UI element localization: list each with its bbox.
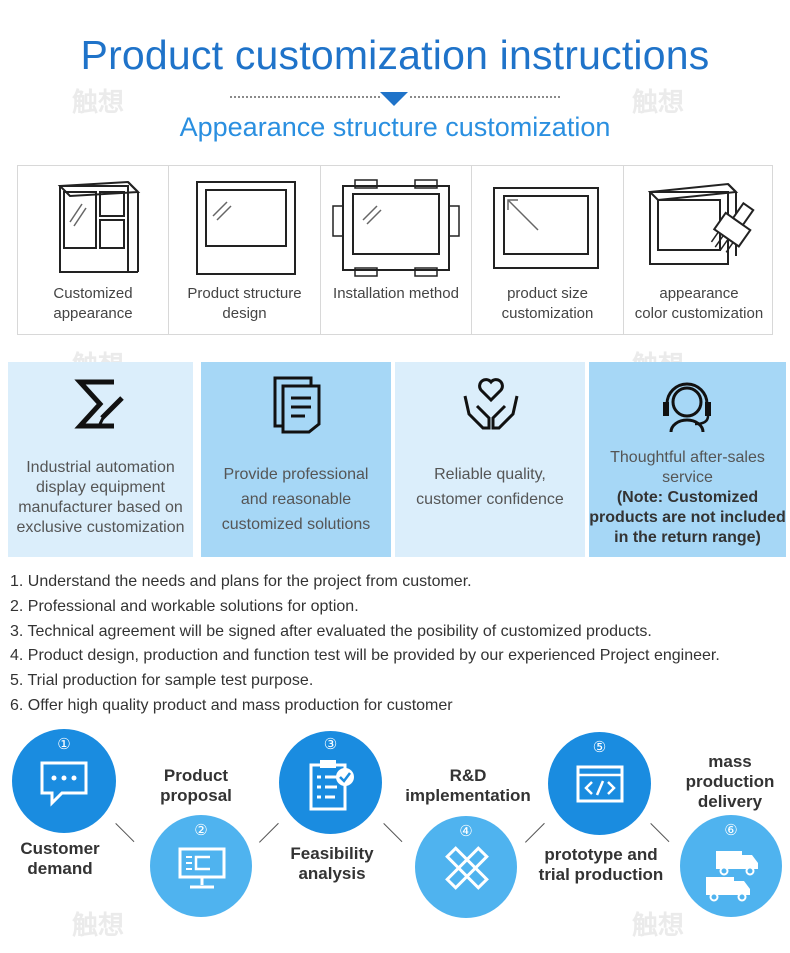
flow-label: R&D implementation: [405, 766, 531, 805]
flow-connector: [383, 823, 403, 843]
customization-label: Installation method: [333, 285, 459, 302]
heart-hands-icon: [463, 378, 519, 430]
customization-grid: Customized appearance Product structure …: [17, 165, 773, 335]
computer-proposal-icon: [178, 847, 226, 889]
flow-step-3: ③: [279, 731, 382, 834]
customization-label: product size customization: [501, 285, 594, 322]
document-stack-icon: [273, 376, 321, 434]
chevron-down-icon: [380, 92, 408, 106]
kiosk-cabinet-icon: [57, 180, 141, 273]
code-window-icon: [576, 765, 624, 803]
watermark-logo: 触想: [632, 910, 685, 940]
flow-connector: [650, 823, 670, 843]
flow-label: Customer demand: [20, 839, 100, 878]
flow-label: Feasibility analysis: [290, 844, 374, 883]
list-item: 2. Professional and workable solutions f…: [10, 597, 359, 615]
flow-label: prototype and trial production: [538, 845, 664, 884]
checklist-icon: [309, 760, 354, 811]
flow-step-5: ⑤: [548, 732, 651, 835]
resize-screen-icon: [493, 187, 599, 269]
sigma-pen-icon: [74, 379, 124, 429]
title-divider-right: [410, 96, 560, 98]
process-steps-list: 1. Understand the needs and plans for th…: [10, 570, 785, 719]
customization-item: Product structure design: [169, 166, 321, 334]
flow-connector: [525, 822, 545, 843]
list-item: 3. Technical agreement will be signed af…: [10, 622, 652, 640]
monitor-frame-icon: [196, 181, 296, 275]
page-title: Product customization instructions: [80, 32, 710, 78]
customization-item: Customized appearance: [18, 166, 169, 334]
list-item: 6. Offer high quality product and mass p…: [10, 696, 453, 714]
mounting-bracket-icon: [332, 179, 460, 277]
feature-text: Provide professional and reasonable cust…: [221, 466, 371, 533]
headset-support-icon: [663, 382, 711, 433]
feature-card: Provide professional and reasonable cust…: [201, 362, 391, 557]
delivery-trucks-icon: [706, 851, 758, 902]
list-item: 1. Understand the needs and plans for th…: [10, 573, 472, 590]
customization-label: appearance color customization: [634, 285, 764, 322]
watermark-logo: 触想: [72, 910, 125, 940]
ruler-pencil-icon: [445, 846, 489, 890]
feature-card: Reliable quality, customer confidence: [395, 362, 585, 557]
chat-bubble-icon: [40, 761, 88, 807]
feature-card: Thoughtful after-sales service (Note: Cu…: [589, 362, 786, 557]
feature-text: Thoughtful after-sales service (Note: Cu…: [589, 449, 786, 546]
title-divider-left: [230, 96, 380, 98]
flow-step-6: ⑥: [680, 815, 782, 917]
page-subtitle: Appearance structure customization: [179, 112, 611, 142]
flow-label: Product proposal: [160, 766, 232, 805]
feature-text: Industrial automation display equipment …: [16, 459, 185, 536]
customization-item: appearance color customization: [624, 166, 774, 334]
customization-label: Product structure design: [187, 285, 302, 322]
watermark-logo: 触想: [632, 87, 685, 117]
feature-text: Reliable quality, customer confidence: [416, 466, 564, 508]
paint-brush-icon: [647, 182, 755, 265]
flow-step-2: ②: [150, 815, 252, 917]
flow-step-1: ①: [12, 729, 116, 833]
watermark-logo: 触想: [72, 87, 125, 117]
flow-connector: [259, 822, 279, 843]
list-item: 4. Product design, production and functi…: [10, 647, 720, 665]
feature-card: Industrial automation display equipment …: [8, 362, 193, 557]
customization-item: product size customization: [472, 166, 624, 334]
flow-step-4: ④: [415, 816, 517, 918]
customization-item: Installation method: [321, 166, 472, 334]
customization-label: Customized appearance: [53, 285, 133, 322]
list-item: 5. Trial production for sample test purp…: [10, 672, 314, 690]
flow-label: mass production delivery: [685, 752, 775, 811]
